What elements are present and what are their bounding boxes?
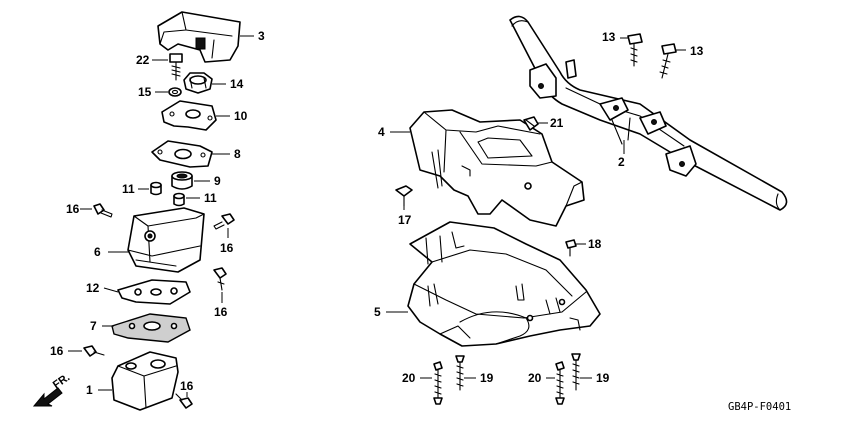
washer-part-15: [155, 87, 182, 97]
callout-11-upper: 11: [122, 182, 135, 196]
callout-8: 8: [234, 147, 241, 161]
callout-2: 2: [618, 155, 625, 169]
plate-part-8: [151, 140, 230, 168]
callout-17: 17: [398, 213, 412, 227]
collar-part-11-upper: [138, 181, 162, 196]
callout-1: 1: [86, 383, 93, 397]
callout-16-b: 16: [220, 241, 234, 255]
handlebar-part-2: [509, 15, 788, 211]
bolt-part-17: [395, 185, 413, 210]
housing-part-6: [108, 207, 205, 273]
callout-13-right: 13: [690, 44, 704, 58]
callout-20-left: 20: [402, 371, 416, 385]
callout-labels: 3 22 14 15 10 8 9 11 11 16 16 6 12 16 7 …: [50, 29, 791, 413]
screw-part-16-c: [213, 267, 227, 303]
front-direction-label: FR.: [51, 371, 72, 391]
collar-part-11-lower: [173, 192, 200, 207]
callout-16-a: 16: [66, 202, 80, 216]
callout-18: 18: [588, 237, 602, 251]
callout-19-right: 19: [596, 371, 610, 385]
collar-part-9: [171, 171, 210, 190]
callout-4: 4: [378, 125, 385, 139]
bolt-part-13-right: [659, 43, 686, 79]
callout-14: 14: [230, 77, 244, 91]
callout-3: 3: [258, 29, 265, 43]
screw-part-16-e: [175, 392, 193, 409]
callout-20-right: 20: [528, 371, 542, 385]
screw-part-16-b: [213, 213, 235, 238]
screw-part-16-d: [68, 345, 105, 357]
callout-10: 10: [234, 109, 248, 123]
callout-19-left: 19: [480, 371, 494, 385]
bolt-part-13-left: [620, 33, 643, 67]
diagram-code: GB4P-F0401: [728, 401, 791, 413]
screw-part-19-right: [571, 353, 592, 391]
callout-16-c: 16: [214, 305, 228, 319]
screw-part-20-left: [420, 361, 443, 405]
callout-11-lower: 11: [204, 191, 217, 205]
callout-9: 9: [214, 174, 221, 188]
gasket-part-7: [102, 313, 191, 343]
plate-part-12: [103, 279, 191, 305]
nut-part-21: [523, 116, 548, 131]
cover-part-1: [98, 351, 179, 411]
screw-part-20-right: [546, 361, 565, 405]
nut-part-14: [183, 72, 226, 94]
callout-5: 5: [374, 305, 381, 319]
front-direction-arrow: FR.: [32, 371, 72, 407]
callout-12: 12: [86, 281, 100, 295]
screw-part-18: [565, 239, 586, 257]
screw-part-19-left: [455, 355, 476, 391]
handlebar-cover-part-5: [386, 221, 601, 347]
callout-15: 15: [138, 85, 152, 99]
bracket-part-3: [157, 11, 254, 63]
callout-13-left: 13: [602, 30, 616, 44]
callout-6: 6: [94, 245, 101, 259]
plate-part-10: [161, 100, 230, 131]
callout-16-e: 16: [180, 379, 194, 393]
callout-22: 22: [136, 53, 150, 67]
handlebar-cover-part-4: [390, 109, 585, 227]
screw-part-16-a: [80, 203, 113, 218]
callout-7: 7: [90, 319, 97, 333]
callout-21: 21: [550, 116, 564, 130]
bolt-part-22: [152, 53, 183, 81]
callout-16-d: 16: [50, 344, 64, 358]
